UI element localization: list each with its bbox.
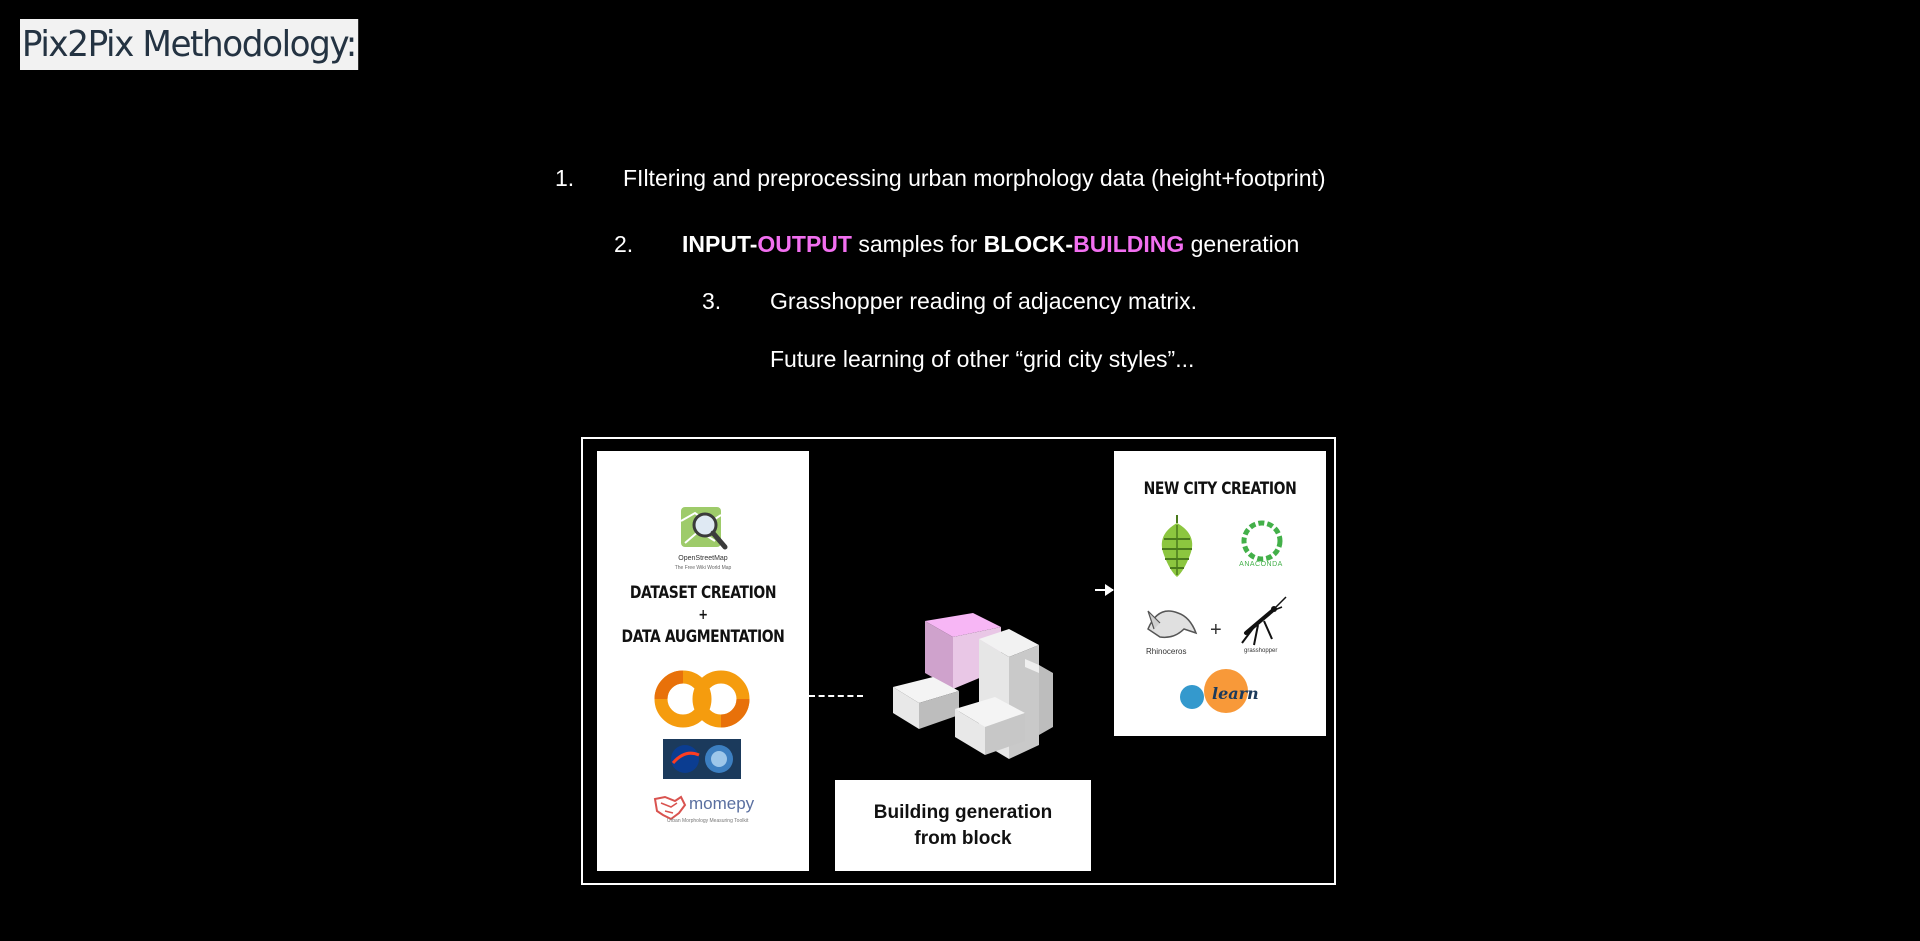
- osm-tagline: The Free Wiki World Map: [674, 565, 732, 571]
- page-title: Pix2Pix Methodology:: [20, 19, 358, 70]
- dashed-connector: [809, 695, 863, 697]
- dash-1: -: [749, 231, 758, 257]
- new-city-heading: NEW CITY CREATION: [1143, 479, 1297, 499]
- step-3: 3. Grasshopper reading of adjacency matri…: [702, 286, 1197, 316]
- anaconda-logo-icon: [1241, 520, 1283, 562]
- hops-logo-icon: [1161, 515, 1193, 577]
- new-city-panel: NEW CITY CREATION ANACONDA Rhinoceros + …: [1114, 451, 1326, 736]
- building-word: BUILDING: [1073, 231, 1185, 257]
- grasshopper-logo-icon: [1241, 596, 1287, 646]
- building-blocks-graphic: [893, 613, 1053, 759]
- arrow-connector: [1095, 589, 1113, 591]
- input-word: INPUT: [682, 231, 750, 257]
- grasshopper-name: grasshopper: [1244, 648, 1278, 654]
- dataset-plus: +: [698, 607, 708, 623]
- step-2-mid-text: samples for: [851, 231, 984, 257]
- step-3-text: Grasshopper reading of adjacency matrix.: [770, 288, 1197, 314]
- dash-2: -: [1065, 231, 1074, 257]
- dataset-creation-heading: DATASET CREATION: [629, 583, 777, 603]
- step-3-number: 3.: [702, 288, 722, 314]
- nasa-logo-icon: [663, 739, 741, 779]
- google-colab-logo-icon: [654, 670, 750, 728]
- building-generation-caption: Building generation from block: [835, 780, 1091, 871]
- arrow-head: [1105, 584, 1114, 596]
- rhino-logo-icon: [1147, 610, 1198, 639]
- step-2: 2.INPUT-OUTPUT samples for BLOCK-BUILDIN…: [614, 229, 1299, 259]
- step-1: 1. FIltering and preprocessing urban morp…: [555, 163, 1326, 193]
- momepy-logo-icon: [653, 795, 687, 821]
- future-note: Future learning of other “grid city styl…: [770, 346, 1195, 372]
- step-1-number: 1.: [555, 165, 575, 191]
- caption-line-1: Building generation: [873, 801, 1053, 823]
- output-word: OUTPUT: [757, 231, 852, 257]
- osm-name: OpenStreetMap: [678, 555, 728, 562]
- methodology-diagram: OpenStreetMap The Free Wiki World Map DA…: [581, 437, 1336, 885]
- dataset-panel: OpenStreetMap The Free Wiki World Map DA…: [597, 451, 809, 871]
- momepy-tagline: Urban Morphology Measuring Toolkit: [667, 818, 749, 824]
- step-1-text: FIltering and preprocessing urban morpho…: [623, 165, 1326, 191]
- data-augmentation-heading: DATA AUGMENTATION: [621, 627, 785, 647]
- caption-line-2: from block: [914, 827, 1012, 849]
- block-word: BLOCK: [983, 231, 1066, 257]
- rhino-name: Rhinoceros: [1146, 647, 1187, 656]
- openstreetmap-logo-icon: [680, 507, 728, 550]
- step-2-end-text: generation: [1184, 231, 1300, 257]
- momepy-name: momepy: [689, 794, 755, 813]
- sklearn-name: learn: [1212, 684, 1258, 703]
- sklearn-logo-icon: learn: [1180, 669, 1258, 713]
- step-2-number: 2.: [614, 231, 634, 257]
- tools-plus: +: [1210, 619, 1222, 641]
- anaconda-name: ANACONDA: [1239, 561, 1283, 568]
